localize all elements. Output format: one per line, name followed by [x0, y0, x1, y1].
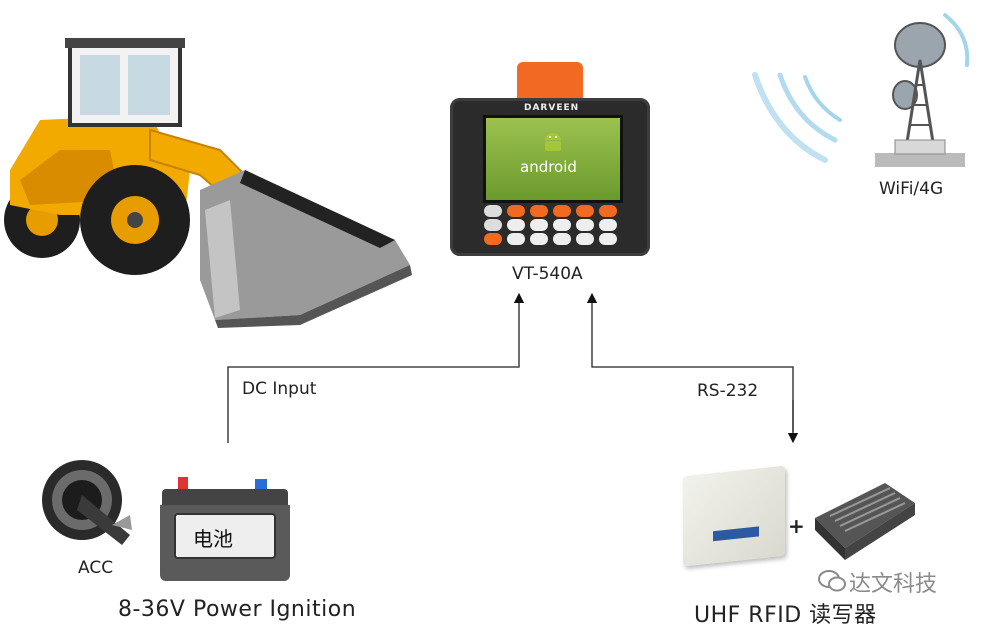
cell-tower-icon [875, 22, 965, 167]
dc-input-line [227, 292, 525, 443]
device-keypad [484, 205, 618, 249]
rs232-label: RS-232 [697, 381, 759, 401]
device-screen: android [483, 115, 623, 203]
keypad-key[interactable] [576, 219, 594, 231]
battery-icon: 电池 [160, 471, 290, 581]
rfid-reader-icon [815, 483, 915, 560]
battery-terminal-negative [255, 479, 267, 491]
front-wheel [80, 165, 190, 275]
keypad-key[interactable] [553, 219, 571, 231]
loader-bucket [200, 170, 412, 328]
android-robot-icon [545, 133, 561, 151]
wifi-4g-label: WiFi/4G [879, 179, 944, 199]
dc-input-label: DC Input [242, 379, 317, 399]
keypad-key[interactable] [576, 233, 594, 245]
vt-540a-terminal: DARVEEN android [450, 62, 650, 258]
keypad-key[interactable] [553, 233, 571, 245]
keypad-key[interactable] [484, 219, 502, 231]
orange-handle [517, 62, 583, 102]
plus-sign: + [788, 514, 805, 538]
keypad-key[interactable] [507, 219, 525, 231]
keypad-keys [484, 205, 618, 249]
watermark: 达文科技 [818, 566, 968, 598]
rfid-caption: UHF RFID 读写器 [694, 603, 877, 628]
keypad-key[interactable] [599, 205, 617, 217]
loader-cab [65, 38, 185, 127]
acc-label: ACC [78, 558, 114, 578]
rs232-line-up [586, 292, 794, 432]
keypad-key[interactable] [599, 233, 617, 245]
wifi-signal-icon [752, 13, 970, 167]
power-caption: 8-36V Power Ignition [118, 597, 357, 622]
battery-sticker [174, 513, 276, 559]
keypad-key[interactable] [553, 205, 571, 217]
power-key[interactable] [484, 233, 502, 245]
battery-terminal-positive [178, 477, 188, 491]
keypad-key[interactable] [530, 219, 548, 231]
keypad-key[interactable] [576, 205, 594, 217]
rfid-antenna-icon [683, 465, 785, 567]
device-brand: DARVEEN [524, 103, 580, 113]
acc-key-switch-icon [42, 460, 132, 545]
keypad-key[interactable] [507, 205, 525, 217]
wheel-loader-image [4, 38, 412, 328]
keypad-key[interactable] [530, 233, 548, 245]
screen-android-text: android [520, 158, 577, 176]
keypad-key[interactable] [599, 219, 617, 231]
battery-label: 电池 [193, 527, 233, 551]
wechat-icon [818, 570, 846, 592]
keypad-key[interactable] [507, 233, 525, 245]
watermark-text: 达文科技 [849, 572, 938, 597]
keypad-key[interactable] [530, 205, 548, 217]
keypad-key[interactable] [484, 205, 502, 217]
device-model-label: VT-540A [512, 264, 583, 284]
